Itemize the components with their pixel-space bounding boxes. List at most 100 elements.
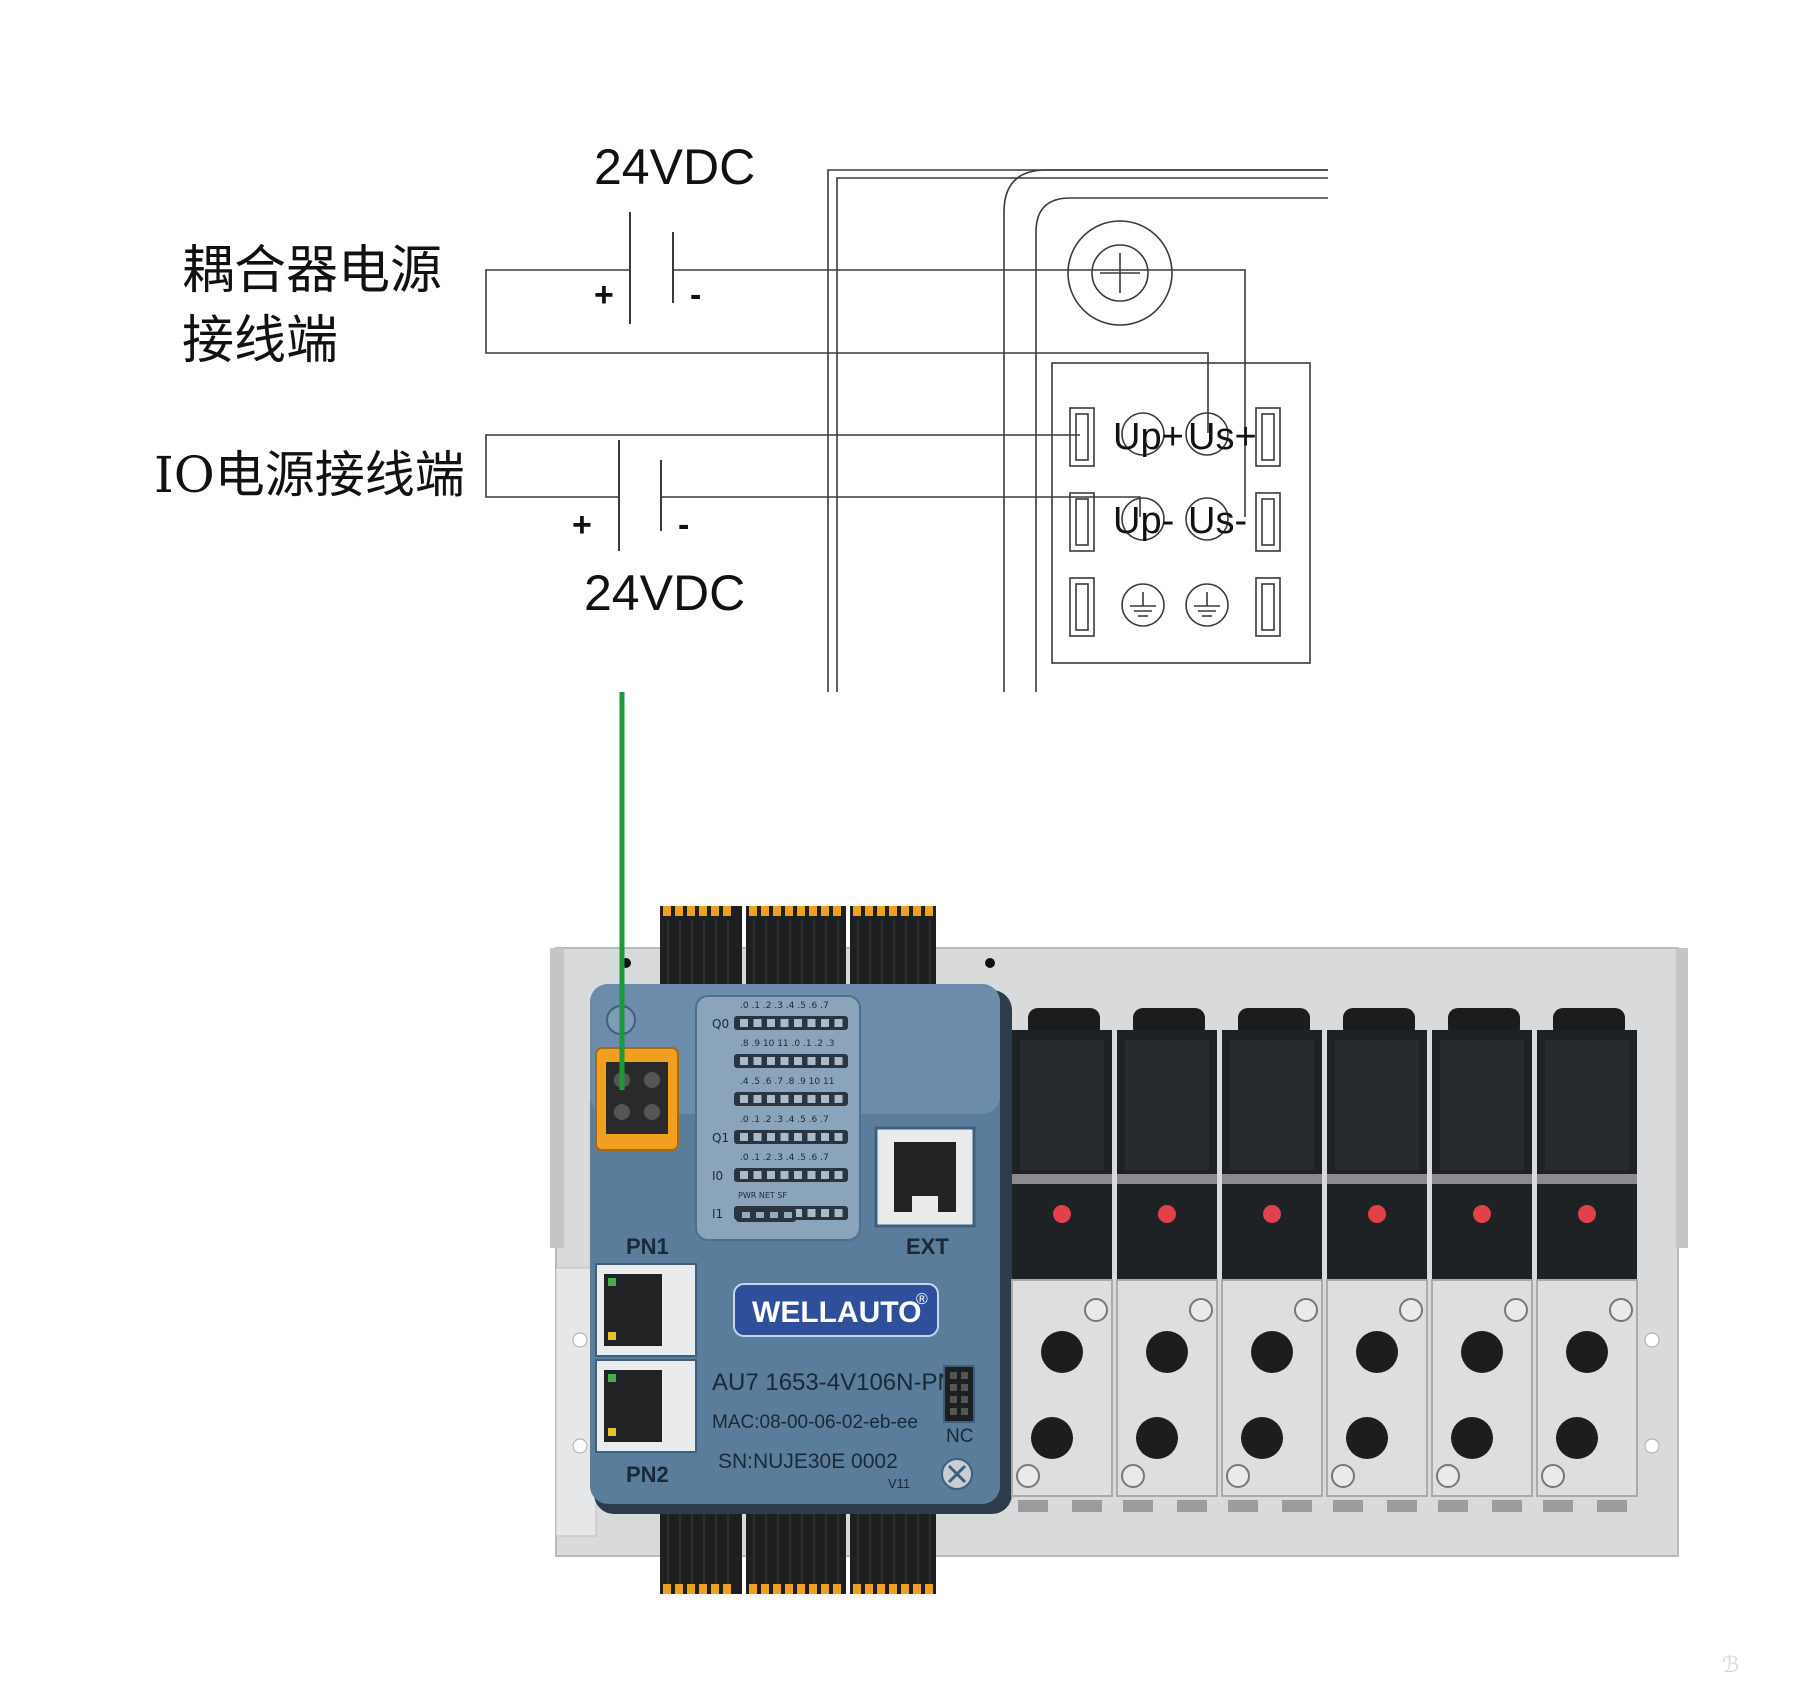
valve-port — [1461, 1331, 1503, 1373]
led-indicator — [834, 1209, 843, 1217]
led-indicator — [821, 1095, 829, 1103]
screw-icon — [1016, 1464, 1040, 1488]
led-indicator — [794, 1171, 802, 1179]
io-terminal-label: IO电源接线端 — [154, 446, 465, 504]
led-indicator — [780, 1171, 789, 1179]
led-row-numbers: .4 .5 .6 .7 .8 .9 10 11 — [740, 1077, 834, 1087]
manual-override-button[interactable] — [1158, 1205, 1176, 1223]
led-indicator — [753, 1019, 762, 1027]
led-indicator — [834, 1171, 843, 1179]
screw-icon — [1226, 1464, 1250, 1488]
led-indicator — [740, 1057, 748, 1065]
pn1-port-label: PN1 — [626, 1234, 669, 1259]
led-indicator — [794, 1057, 802, 1065]
led-indicator — [807, 1019, 816, 1027]
led-row-numbers: .0 .1 .2 .3 .4 .5 .6 .7 — [740, 1153, 829, 1163]
manual-override-button[interactable] — [1368, 1205, 1386, 1223]
led-indicator — [834, 1019, 843, 1027]
solenoid-valve[interactable] — [1536, 1008, 1638, 1512]
led-indicator — [767, 1019, 775, 1027]
led-indicator — [780, 1019, 789, 1027]
led-indicator — [807, 1057, 816, 1065]
led-row-numbers: .0 .1 .2 .3 .4 .5 .6 .7 — [740, 1001, 829, 1011]
led-indicator — [767, 1095, 775, 1103]
terminal-up-plus: Up+ — [1113, 416, 1184, 458]
brand-badge — [733, 1283, 939, 1337]
status-led-strip: PWR NET SF — [736, 1191, 796, 1222]
screw-icon — [1121, 1464, 1145, 1488]
io-minus-wire — [661, 496, 1141, 517]
screw-icon — [1399, 1298, 1423, 1322]
coupler-plus-sign: + — [594, 276, 614, 314]
solenoid-valve[interactable] — [1116, 1008, 1218, 1512]
screw-icon — [1189, 1298, 1213, 1322]
led-indicator — [753, 1171, 762, 1179]
io-plus-sign: + — [572, 506, 592, 544]
led-indicator — [821, 1171, 829, 1179]
screw-icon — [1609, 1298, 1633, 1322]
solenoid-valve[interactable] — [1011, 1008, 1113, 1512]
nc-connector-label: NC — [946, 1426, 973, 1447]
valve-port — [1251, 1331, 1293, 1373]
led-indicator — [794, 1019, 802, 1027]
led-indicator — [780, 1057, 789, 1065]
nc-connector[interactable] — [943, 1365, 975, 1423]
led-indicator — [834, 1057, 843, 1065]
housing-corner-inner — [1035, 197, 1328, 692]
coupler-terminal-label-line1: 耦合器电源 — [182, 241, 442, 301]
status-led-labels: PWR NET SF — [738, 1191, 787, 1200]
pn1-port[interactable] — [595, 1263, 697, 1357]
serial-number: SN:NUJE30E 0002 — [718, 1450, 898, 1473]
manual-override-button[interactable] — [1263, 1205, 1281, 1223]
manual-override-button[interactable] — [1473, 1205, 1491, 1223]
housing-corner-outer — [1003, 169, 1328, 692]
led-indicator — [767, 1171, 775, 1179]
solenoid-valve[interactable] — [1326, 1008, 1428, 1512]
led-indicator — [807, 1133, 816, 1141]
ground-screw-outer — [1067, 220, 1173, 326]
terminal-screws — [1121, 412, 1229, 627]
model-number: AU7 1653-4V106N-PNT — [712, 1369, 970, 1396]
screw-icon — [1331, 1464, 1355, 1488]
screw-icon — [1541, 1464, 1565, 1488]
led-strip — [734, 1092, 848, 1106]
pn2-port-label: PN2 — [626, 1462, 669, 1487]
valve-port — [1136, 1417, 1178, 1459]
led-indicator — [753, 1095, 762, 1103]
led-indicator — [834, 1133, 843, 1141]
led-indicator — [780, 1095, 789, 1103]
led-row-label: Q1 — [712, 1131, 729, 1145]
led-strip — [734, 1054, 848, 1068]
manual-override-button[interactable] — [1053, 1205, 1071, 1223]
led-strip — [734, 1016, 848, 1030]
power-terminal-connector[interactable] — [595, 1047, 679, 1151]
io-plus-wire — [485, 434, 1080, 498]
led-indicator — [807, 1209, 816, 1217]
watermark: ℬ — [1722, 1652, 1739, 1677]
led-indicator — [740, 1019, 748, 1027]
led-indicator — [807, 1095, 816, 1103]
led-indicator — [821, 1057, 829, 1065]
ground-screw-inner — [1091, 244, 1149, 302]
hardware-version: V11 — [888, 1476, 910, 1491]
led-indicator — [780, 1133, 789, 1141]
led-indicator — [794, 1095, 802, 1103]
housing-outline-inner — [836, 177, 1328, 692]
mac-address: MAC:08-00-06-02-eb-ee — [712, 1412, 918, 1433]
terminal-block — [1051, 362, 1311, 664]
led-indicator-rows: .0 .1 .2 .3 .4 .5 .6 .7Q0.8 .9 10 11 .0 … — [712, 1001, 848, 1221]
screw-icon — [1294, 1298, 1318, 1322]
led-indicator — [807, 1171, 816, 1179]
valve-port — [1031, 1417, 1073, 1459]
io-voltage-label: 24VDC — [584, 565, 745, 621]
coupler-minus-sign: - — [690, 276, 701, 314]
schematic — [485, 169, 1328, 692]
pn2-port[interactable] — [595, 1359, 697, 1453]
solenoid-valve[interactable] — [1431, 1008, 1533, 1512]
ext-port[interactable] — [874, 1126, 976, 1228]
solenoid-valve[interactable] — [1221, 1008, 1323, 1512]
valve-port — [1566, 1331, 1608, 1373]
valve-port — [1356, 1331, 1398, 1373]
manual-override-button[interactable] — [1578, 1205, 1596, 1223]
